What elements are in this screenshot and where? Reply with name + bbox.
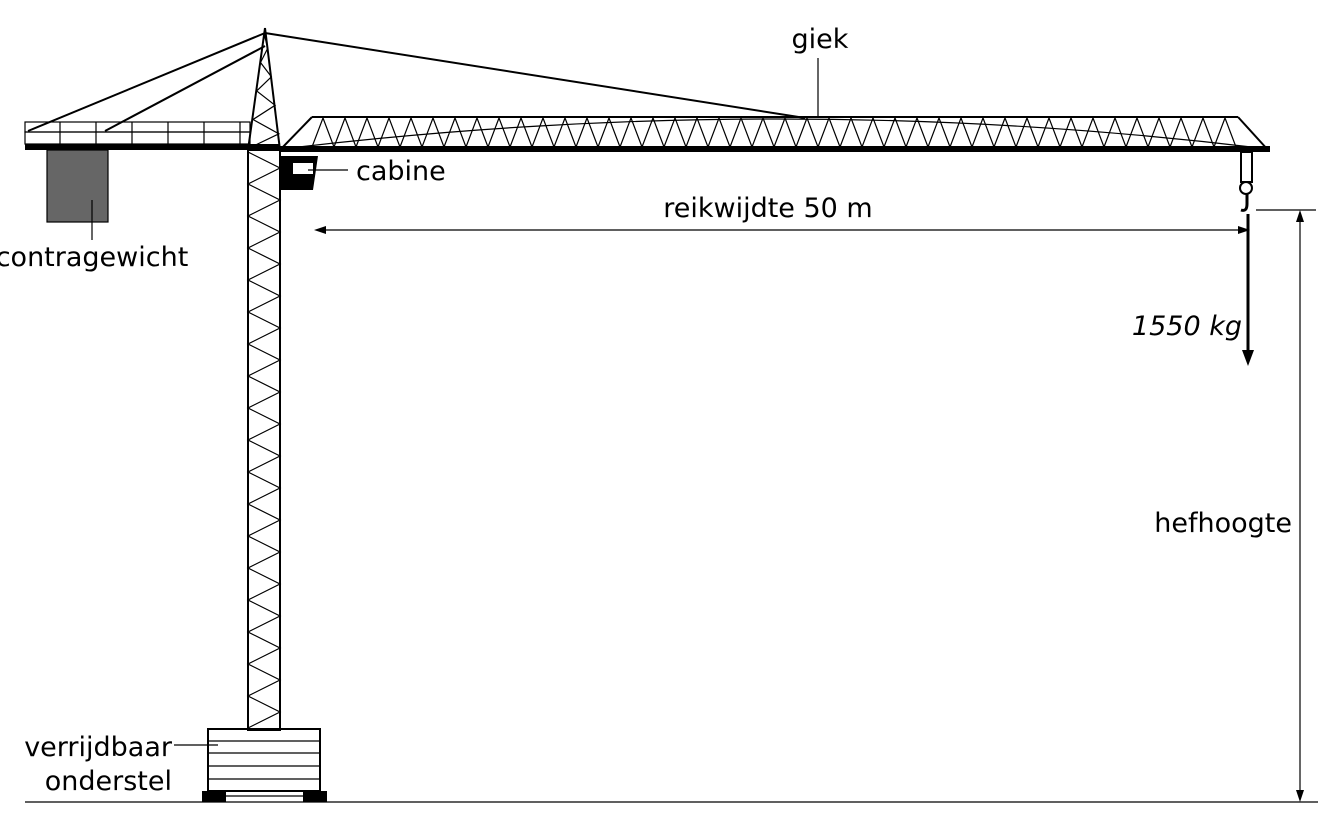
lift-height-dimension (1256, 209, 1316, 802)
label-last: 1550 kg (1132, 311, 1242, 342)
reach-dimension (314, 226, 1250, 234)
load-arrow (1242, 214, 1254, 366)
crane-mast (246, 149, 282, 731)
undercarriage (202, 728, 327, 802)
label-cabine: cabine (356, 156, 446, 187)
label-giek: giek (792, 24, 849, 55)
counter-jib (24, 121, 280, 150)
label-reikwijdte: reikwijdte 50 m (663, 193, 873, 224)
label-contragewicht: contragewicht (0, 242, 188, 273)
hook (1239, 151, 1253, 212)
cabin (280, 156, 318, 190)
counterweight (46, 149, 109, 223)
stay-cables (27, 32, 806, 132)
jib (279, 116, 1270, 152)
label-hefhoogte: hefhoogte (1154, 508, 1292, 539)
label-onderstel-line2: onderstel (45, 766, 172, 797)
label-onderstel-line1: verrijdbaar (24, 732, 173, 763)
